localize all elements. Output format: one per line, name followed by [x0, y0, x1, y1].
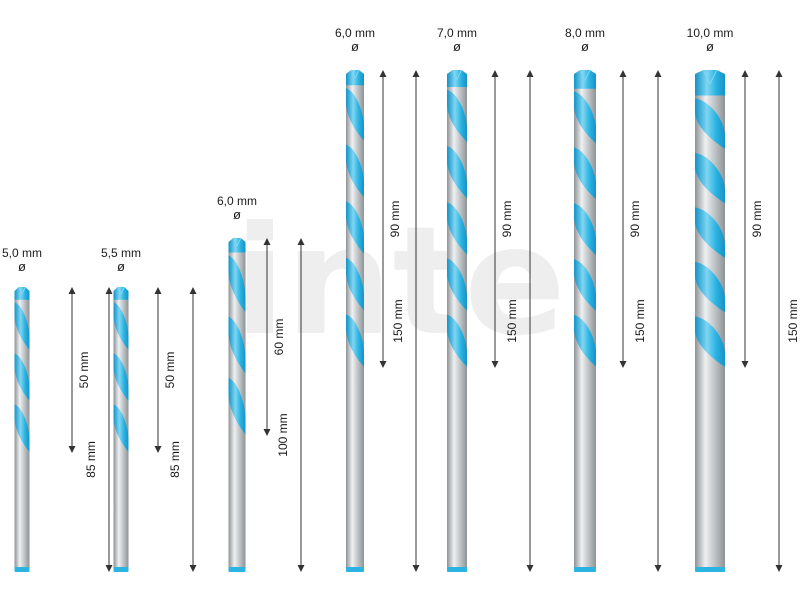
total-length-arrow	[654, 70, 662, 572]
flute-spiral	[346, 257, 364, 311]
shank-end-cap	[228, 567, 246, 572]
total-length-label: 150 mm	[391, 299, 405, 342]
working-length-label: 50 mm	[163, 352, 177, 389]
drill-bit-10-0: 10,0 mmø 90 mm 150 mm	[687, 26, 800, 572]
tip-cutting-edge	[232, 237, 242, 248]
total-length-label: 150 mm	[505, 299, 519, 342]
drill-bit-5-5: 5,5 mmø 50 mm 85 mm	[101, 246, 197, 572]
flute-spiral	[346, 88, 364, 141]
flute-spiral	[113, 404, 129, 452]
drill-bit-5-0: 5,0 mmø 50 mm 85 mm	[2, 246, 113, 572]
working-length-label: 50 mm	[77, 352, 91, 389]
flute-spiral	[695, 98, 725, 149]
working-length-arrow	[741, 70, 749, 368]
flute-spiral	[447, 258, 467, 311]
flute-spiral	[228, 255, 246, 313]
tip-cutting-edge	[117, 286, 125, 296]
diameter-label: 7,0 mm	[437, 26, 477, 40]
flute-spiral	[113, 353, 129, 401]
flute-spiral	[447, 146, 467, 199]
total-length-arrow	[105, 287, 113, 572]
flute-spiral	[695, 316, 725, 367]
working-length-arrow	[491, 70, 499, 368]
total-length-label: 150 mm	[786, 299, 800, 342]
flute-spiral	[695, 261, 725, 313]
carbide-tip	[695, 70, 725, 96]
flute-spiral	[695, 152, 725, 204]
diameter-symbol: ø	[453, 39, 461, 54]
total-length-arrow	[775, 70, 783, 572]
diameter-symbol: ø	[233, 207, 241, 222]
flute-spiral	[14, 302, 30, 350]
shank-end-cap	[447, 567, 467, 572]
flute-spiral	[574, 203, 596, 256]
flute-spiral	[447, 202, 467, 255]
working-length-arrow	[379, 70, 387, 368]
flute-spiral	[14, 353, 30, 401]
diameter-label: 10,0 mm	[687, 26, 734, 40]
drill-bit-6-0-long: 6,0 mmø 90 mm 150 mm	[335, 26, 420, 572]
total-length-label: 150 mm	[633, 299, 647, 342]
flute-spiral	[14, 404, 30, 452]
shank-end-cap	[574, 567, 596, 572]
diameter-label: 5,5 mm	[101, 246, 141, 260]
working-length-label: 60 mm	[272, 319, 286, 356]
working-length-arrow	[154, 287, 162, 453]
flute-spiral	[447, 314, 467, 367]
diameter-symbol: ø	[117, 259, 125, 274]
flute-spiral	[574, 314, 596, 367]
watermark-text: inte	[234, 195, 566, 369]
total-length-label: 100 mm	[276, 413, 290, 456]
working-length-arrow	[68, 287, 76, 453]
total-length-label: 85 mm	[168, 441, 182, 478]
tip-cutting-edge	[702, 69, 718, 86]
drill-bit-6-0-short: 6,0 mmø 60 mm 100 mm	[217, 194, 305, 572]
total-length-arrow	[526, 70, 534, 572]
diameter-symbol: ø	[18, 259, 26, 274]
flute-spiral	[447, 89, 467, 143]
diameter-label: 6,0 mm	[217, 194, 257, 208]
drill-bit-7-0: 7,0 mmø 90 mm 150 mm	[437, 26, 534, 572]
diameter-symbol: ø	[351, 39, 359, 54]
diameter-symbol: ø	[581, 39, 589, 54]
diameter-label: 6,0 mm	[335, 26, 375, 40]
working-length-label: 90 mm	[500, 201, 514, 238]
flute-spiral	[695, 207, 725, 258]
flute-spiral	[574, 259, 596, 312]
shank-end-cap	[113, 567, 129, 572]
diameter-symbol: ø	[706, 39, 714, 54]
working-length-label: 90 mm	[388, 201, 402, 238]
flute-spiral	[574, 147, 596, 200]
flute-spiral	[228, 377, 246, 435]
tip-cutting-edge	[452, 69, 462, 81]
shank-end-cap	[14, 567, 30, 572]
total-length-arrow	[189, 287, 197, 572]
working-length-arrow	[263, 238, 271, 436]
flute-spiral	[113, 302, 129, 350]
working-length-arrow	[619, 70, 627, 368]
flute-spiral	[346, 144, 364, 198]
tip-cutting-edge	[350, 69, 360, 80]
drill-bit-8-0: 8,0 mmø 90 mm 150 mm	[565, 26, 662, 572]
total-length-arrow	[412, 70, 420, 572]
total-length-arrow	[297, 238, 305, 572]
working-length-label: 90 mm	[750, 201, 764, 238]
flute-spiral	[228, 316, 246, 374]
total-length-label: 85 mm	[84, 441, 98, 478]
flute-spiral	[346, 314, 364, 367]
working-length-label: 90 mm	[628, 201, 642, 238]
shank-end-cap	[695, 567, 725, 572]
diameter-label: 8,0 mm	[565, 26, 605, 40]
flute-spiral	[574, 91, 596, 144]
shank-end-cap	[346, 567, 364, 572]
flute-spiral	[346, 201, 364, 254]
tip-cutting-edge	[579, 69, 591, 82]
diameter-label: 5,0 mm	[2, 246, 42, 260]
tip-cutting-edge	[18, 286, 26, 296]
